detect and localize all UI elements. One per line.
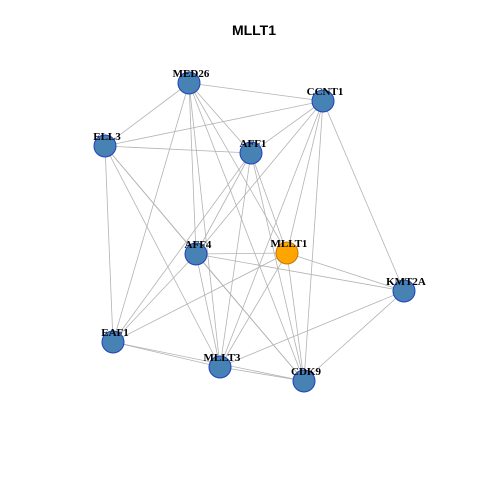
node-med26[interactable]: MED26 [173, 68, 210, 95]
node-label-aff1: AFF1 [240, 138, 267, 150]
node-cdk9[interactable]: CDK9 [291, 366, 321, 393]
node-label-cdk9: CDK9 [291, 366, 321, 378]
node-circle-aff1[interactable] [239, 141, 263, 165]
edge-ell3-aff1 [104, 145, 252, 154]
edge-ell3-mllt3 [104, 145, 221, 368]
node-label-kmt2a: KMT2A [386, 276, 426, 288]
edge-mllt1-mllt3 [219, 252, 288, 368]
diagram-title: MLLT1 [232, 22, 276, 38]
node-kmt2a[interactable]: KMT2A [386, 276, 426, 303]
node-label-mllt3: MLLT3 [204, 352, 241, 364]
edge-med26-cdk9 [188, 82, 305, 382]
edge-med26-eaf1 [112, 82, 190, 343]
edge-ccnt1-kmt2a [322, 100, 405, 292]
edge-aff4-eaf1 [112, 253, 197, 343]
edge-aff1-cdk9 [250, 152, 305, 382]
edge-mllt3-cdk9 [219, 366, 305, 382]
node-ell3[interactable]: ELL3 [93, 131, 121, 158]
edge-mllt1-cdk9 [286, 252, 305, 382]
edge-med26-ell3 [104, 82, 190, 147]
edge-ell3-eaf1 [104, 145, 114, 343]
edge-med26-aff1 [188, 82, 252, 154]
node-circle-eaf1[interactable] [101, 330, 125, 354]
edge-mllt1-eaf1 [112, 252, 288, 343]
edge-aff1-eaf1 [112, 152, 252, 343]
node-mllt1[interactable]: MLLT1 [271, 238, 308, 265]
node-label-mllt1: MLLT1 [271, 238, 308, 250]
node-circle-aff4[interactable] [184, 242, 208, 266]
edge-aff1-mllt3 [219, 152, 252, 368]
edge-med26-mllt1 [188, 82, 288, 254]
node-circle-cdk9[interactable] [292, 369, 316, 393]
node-circle-ccnt1[interactable] [311, 89, 335, 113]
edge-med26-ccnt1 [188, 82, 324, 102]
edge-mllt1-kmt2a [286, 252, 405, 292]
edge-aff1-aff4 [195, 152, 252, 255]
node-circle-mllt1[interactable] [275, 241, 299, 265]
node-label-eaf1: EAF1 [101, 327, 129, 339]
edge-layer [104, 82, 405, 382]
node-aff1[interactable]: AFF1 [239, 138, 267, 165]
node-mllt3[interactable]: MLLT3 [204, 352, 241, 379]
edge-ccnt1-mllt3 [219, 100, 324, 368]
edge-aff4-cdk9 [195, 253, 305, 382]
edge-aff4-mllt1 [195, 252, 288, 255]
edge-kmt2a-cdk9 [303, 290, 405, 382]
node-ccnt1[interactable]: CCNT1 [307, 86, 344, 113]
node-circle-kmt2a[interactable] [392, 279, 416, 303]
node-label-med26: MED26 [173, 68, 210, 80]
edge-aff1-mllt1 [250, 152, 288, 254]
node-circle-mllt3[interactable] [208, 355, 232, 379]
edge-med26-aff4 [188, 82, 197, 255]
node-label-aff4: AFF4 [185, 239, 212, 251]
edge-aff4-kmt2a [195, 253, 405, 292]
node-label-ccnt1: CCNT1 [307, 86, 344, 98]
edge-eaf1-mllt3 [112, 341, 221, 368]
node-circle-ell3[interactable] [93, 134, 117, 158]
node-aff4[interactable]: AFF4 [184, 239, 212, 266]
node-label-ell3: ELL3 [93, 131, 121, 143]
node-circle-med26[interactable] [177, 71, 201, 95]
node-eaf1[interactable]: EAF1 [101, 327, 129, 354]
edge-med26-mllt3 [188, 82, 221, 368]
edge-ccnt1-aff1 [250, 100, 324, 154]
edge-eaf1-cdk9 [112, 341, 305, 382]
edge-ccnt1-ell3 [104, 100, 324, 147]
edge-ccnt1-mllt1 [286, 100, 324, 254]
edge-kmt2a-mllt3 [219, 290, 405, 368]
edge-aff4-mllt3 [195, 253, 221, 368]
edge-ccnt1-cdk9 [303, 100, 324, 382]
